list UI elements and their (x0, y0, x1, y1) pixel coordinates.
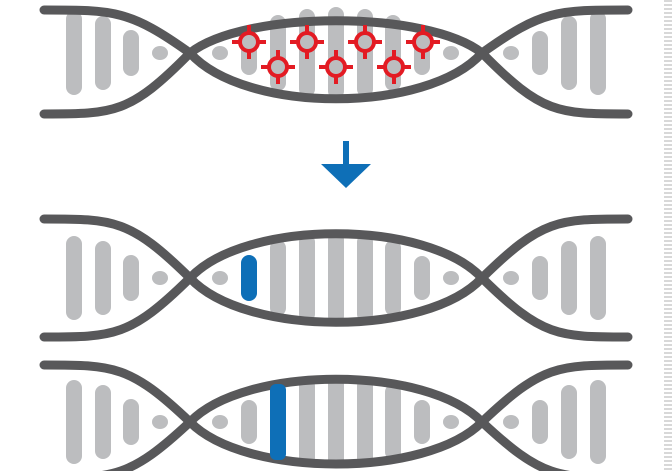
base-pair-dot (152, 271, 168, 285)
crosshair-icon (406, 25, 440, 59)
base-pair (299, 234, 315, 322)
backbone-strand (39, 5, 633, 104)
damage-markers (232, 25, 440, 84)
base-pair (328, 376, 344, 468)
base-pair (241, 400, 257, 444)
base-pair-dot (443, 46, 459, 60)
base-pair (385, 384, 401, 460)
base-pair (561, 16, 577, 90)
crosshair-icon (261, 50, 295, 84)
arrow-down-icon (321, 141, 371, 188)
crosshair-icon (348, 25, 382, 59)
base-pair (357, 378, 373, 466)
base-pair (95, 16, 111, 90)
base-pair-dot (503, 46, 519, 60)
base-pair (590, 236, 606, 320)
base-pair-dot (503, 271, 519, 285)
base-pair-dot (443, 415, 459, 429)
base-pair (532, 400, 548, 444)
repaired-helix-short (39, 214, 633, 342)
page-edge-strip (664, 0, 672, 471)
crosshair-icon (290, 25, 324, 59)
base-pair (414, 400, 430, 444)
repaired-base-pair-highlight (241, 255, 257, 301)
repaired-helix-long (39, 360, 633, 471)
crosshair-icon (377, 50, 411, 84)
base-pair (66, 236, 82, 320)
base-pair-dot (443, 271, 459, 285)
base-pair (590, 11, 606, 95)
arrow-head (321, 164, 371, 188)
base-pair-dot (503, 415, 519, 429)
base-pair (532, 256, 548, 300)
backbone-strand (39, 214, 633, 327)
backbone-strand (101, 374, 571, 471)
base-pair (66, 380, 82, 464)
base-pair (561, 241, 577, 315)
base-pair-dot (212, 415, 228, 429)
base-pair-dot (212, 271, 228, 285)
base-pair (357, 234, 373, 322)
crosshair-icon (232, 25, 266, 59)
base-pair (561, 385, 577, 459)
base-pair (123, 255, 139, 301)
backbone-strand (39, 16, 633, 119)
base-pair-dot (212, 46, 228, 60)
base-pair (123, 30, 139, 76)
base-pair (123, 399, 139, 445)
base-pair (385, 240, 401, 316)
damaged-helix (39, 5, 633, 119)
base-pair (95, 385, 111, 459)
backbone-strand (39, 360, 633, 469)
backbone-strand (39, 229, 633, 342)
base-pair (532, 31, 548, 75)
base-pair (328, 232, 344, 324)
crosshair-icon (319, 50, 353, 84)
base-pair (414, 256, 430, 300)
base-pair-dot (152, 46, 168, 60)
base-pair (95, 241, 111, 315)
base-pair (66, 11, 82, 95)
base-pair (299, 378, 315, 466)
base-pair (590, 380, 606, 464)
repaired-base-pair-highlight (270, 384, 286, 460)
base-pair-dot (152, 415, 168, 429)
base-pair (270, 240, 286, 316)
